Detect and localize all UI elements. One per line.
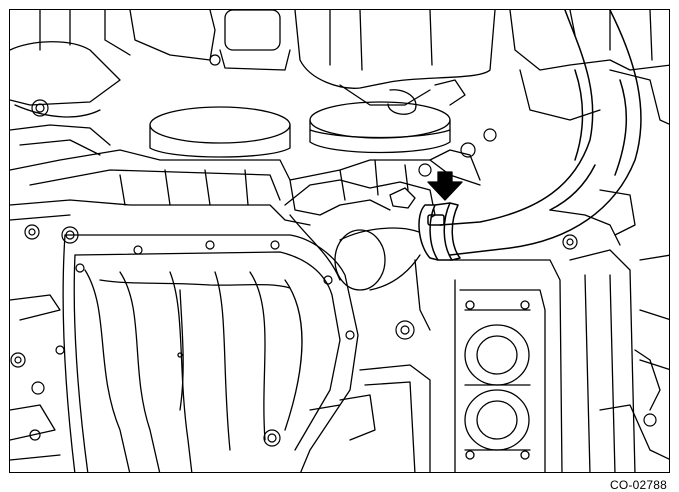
thermostat-housing [284,179,436,331]
radiator-hose [439,10,642,256]
lower-bracket [10,294,669,472]
oil-pan-cover [62,234,359,472]
hose-clamp [418,202,461,261]
engine-line-drawing [10,10,669,472]
upper-engine-components [10,10,669,156]
engine-block [10,149,481,226]
bolts [10,54,657,447]
timing-cover [449,189,669,472]
arrow-pointer [427,171,463,201]
illustration-frame [9,9,670,473]
crank-pulleys [149,101,451,158]
figure-code: CO-02788 [610,478,667,492]
